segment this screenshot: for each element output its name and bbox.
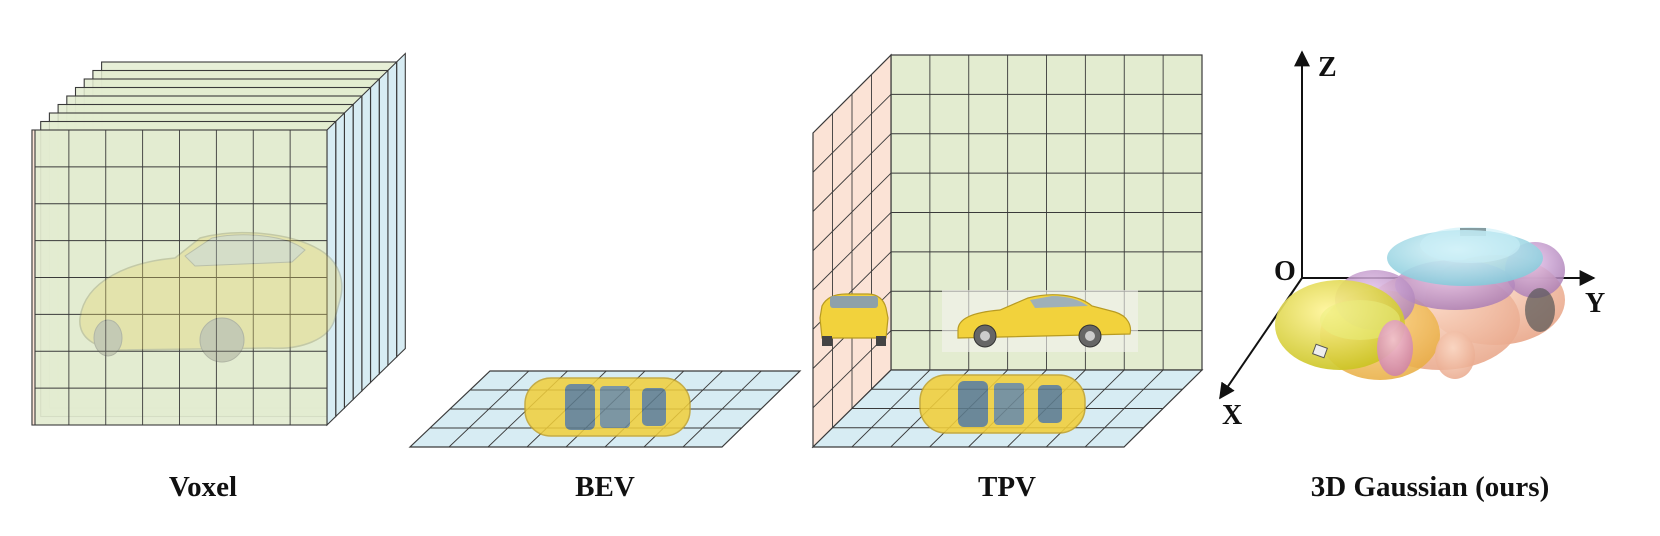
voxel-car-ghost <box>79 231 343 363</box>
voxel-left-edge <box>31 129 36 426</box>
y-axis-label: Y <box>1585 288 1605 319</box>
voxel-slice-edge <box>335 111 345 418</box>
origin-label: O <box>1274 256 1296 287</box>
z-axis-label: Z <box>1318 52 1337 83</box>
gaussian-ellipsoid-car <box>1275 227 1565 380</box>
voxel-slice-edge <box>369 77 380 384</box>
tpv-side-grid-line <box>812 94 892 173</box>
voxel-slice-edge <box>343 103 354 410</box>
gaussian-panel: Z Y X O 3D Gaussian (ours) <box>1219 50 1605 503</box>
tpv-side-grid-line <box>812 172 892 252</box>
tpv-car-side-view <box>942 290 1138 352</box>
voxel-panel: Voxel <box>31 52 406 503</box>
tpv-side-grid-line <box>812 133 892 212</box>
tpv-side-grid-line <box>812 212 892 291</box>
x-axis-label: X <box>1222 400 1242 431</box>
voxel-slice-edge <box>378 69 389 376</box>
bev-panel: BEV <box>408 370 802 503</box>
tpv-panel: TPV <box>811 53 1204 503</box>
voxel-slice-edge <box>361 86 372 393</box>
voxel-slice-edge <box>387 60 398 367</box>
voxel-slice-edge <box>352 94 363 401</box>
voxel-caption: Voxel <box>169 471 237 503</box>
tpv-car-topdown <box>919 374 1086 434</box>
tpv-car-front-view <box>819 293 889 346</box>
bev-car-topdown <box>524 377 691 437</box>
bev-caption: BEV <box>575 471 635 503</box>
voxel-grid-stack <box>31 52 406 427</box>
tpv-caption: TPV <box>978 471 1036 503</box>
gaussian-caption: 3D Gaussian (ours) <box>1311 471 1550 503</box>
voxel-slice-edge <box>396 52 406 359</box>
